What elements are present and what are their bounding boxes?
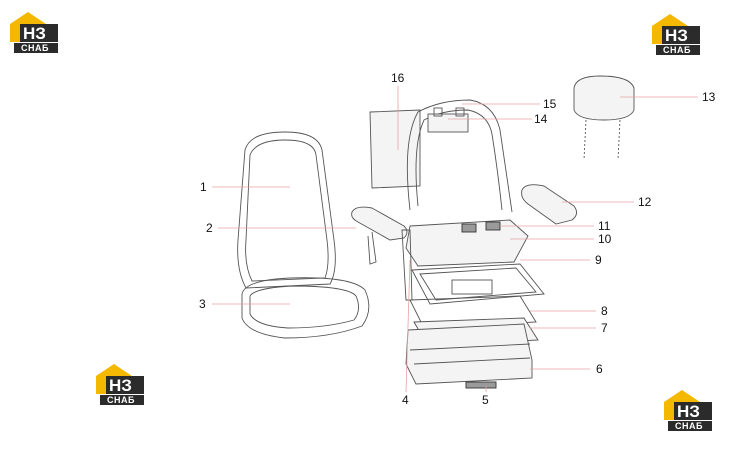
part-16-panel: [369, 109, 421, 189]
callout-10: 10: [598, 232, 612, 246]
part-1-backrest-cushion: [237, 131, 336, 289]
nz-snab-logo-icon: НЗ СНАБ: [664, 390, 712, 431]
callout-16: 16: [391, 71, 405, 85]
nz-snab-logo-icon: НЗ СНАБ: [96, 364, 144, 405]
logo-mark: НЗ: [677, 402, 700, 421]
callout-5: 5: [482, 393, 489, 407]
nz-snab-logo-icon: НЗ СНАБ: [10, 12, 58, 53]
callout-2: 2: [206, 221, 213, 235]
callout-1: 1: [200, 180, 207, 194]
logo-mark: НЗ: [109, 376, 132, 395]
part-13-headrest: [573, 75, 635, 161]
logo-mark: НЗ: [665, 26, 688, 45]
callout-14: 14: [534, 112, 548, 126]
callout-11: 11: [598, 219, 611, 233]
leader-lines: [212, 86, 698, 393]
part-11-10-mechanism: [405, 219, 529, 267]
callout-15: 15: [543, 97, 557, 111]
logo-text: СНАБ: [675, 421, 703, 431]
callout-labels: 1 2 3 4 5 6 7 8 9 10 11 12 13 14 15 16: [199, 71, 716, 407]
callout-8: 8: [601, 304, 608, 318]
logo-mark: НЗ: [23, 24, 46, 43]
part-2-left-armrest: [351, 206, 408, 265]
nz-snab-logo-icon: НЗ СНАБ: [652, 14, 700, 55]
part-8-slide-rail: [409, 295, 537, 329]
callout-3: 3: [199, 297, 206, 311]
part-5-base-bracket: [465, 381, 497, 389]
logo-bottom-right: НЗ СНАБ: [660, 388, 716, 432]
part-12-right-armrest: [521, 184, 577, 225]
logo-text: СНАБ: [107, 395, 135, 405]
callout-6: 6: [596, 362, 603, 376]
logo-text: СНАБ: [21, 43, 49, 53]
part-3-seat-cushion: [241, 277, 370, 339]
part-6-suspension-base: [405, 323, 533, 385]
callout-13: 13: [702, 90, 716, 104]
logo-text: СНАБ: [663, 45, 691, 55]
callout-12: 12: [638, 195, 652, 209]
callout-4: 4: [402, 393, 409, 407]
callout-7: 7: [601, 321, 608, 335]
part-14-15-seat-back-frame: [406, 99, 513, 213]
callout-9: 9: [595, 253, 602, 267]
logo-top-right: НЗ СНАБ: [648, 12, 704, 56]
part-9-seat-pan: [411, 263, 545, 305]
logo-top-left: НЗ СНАБ: [6, 10, 62, 54]
logo-bottom-left: НЗ СНАБ: [92, 362, 148, 406]
